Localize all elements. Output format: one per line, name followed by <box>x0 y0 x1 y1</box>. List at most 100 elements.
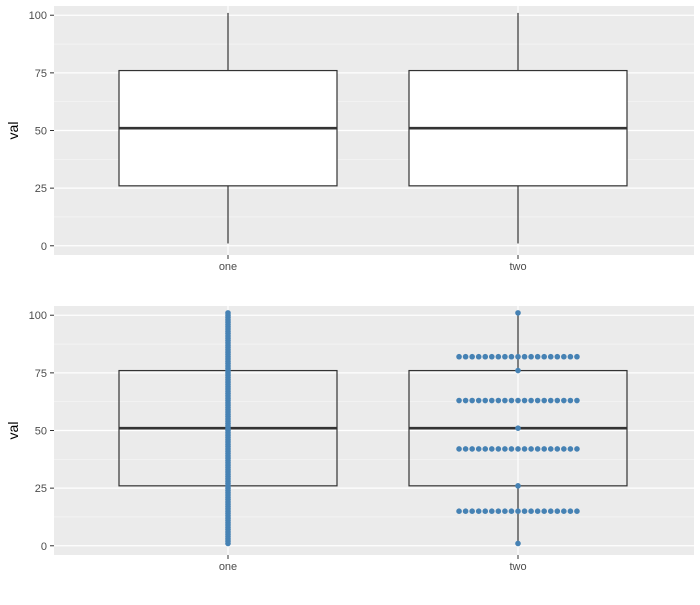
x-tick-label: two <box>509 561 526 573</box>
data-point-two <box>561 508 567 514</box>
y-axis-title: val <box>5 122 21 140</box>
data-point-two <box>502 446 508 452</box>
data-point-one <box>225 310 231 316</box>
data-point-two <box>489 353 495 360</box>
data-point-two <box>547 397 554 404</box>
data-point-two <box>541 508 547 514</box>
data-point-two <box>567 397 574 404</box>
data-point-two <box>508 353 515 360</box>
data-point-two <box>495 397 502 404</box>
y-tick-label: 25 <box>35 483 47 495</box>
data-point-two <box>574 508 580 514</box>
data-point-two <box>567 508 574 514</box>
data-point-two <box>554 353 561 360</box>
data-point-two <box>462 508 469 514</box>
data-point-two <box>541 397 547 404</box>
data-point-two <box>528 353 534 360</box>
data-point-two <box>469 397 475 404</box>
data-point-two <box>495 446 502 452</box>
data-point-two <box>528 397 534 404</box>
data-point-two <box>561 397 567 404</box>
y-axis-title: val <box>5 422 21 440</box>
data-point-two <box>561 446 567 452</box>
data-point-two <box>508 446 515 452</box>
y-tick-label: 50 <box>35 126 47 138</box>
data-point-two <box>482 508 489 514</box>
data-point-two <box>515 367 521 374</box>
data-point-two <box>547 508 554 514</box>
data-point-two <box>482 353 489 360</box>
y-tick-label: 75 <box>35 368 47 380</box>
data-point-two <box>456 353 462 360</box>
data-point-two <box>462 353 469 360</box>
y-tick-label: 0 <box>41 541 47 553</box>
data-point-two <box>541 446 547 452</box>
data-point-two <box>502 397 508 404</box>
data-point-two <box>515 540 521 547</box>
data-point-two <box>547 353 554 360</box>
data-point-two <box>489 446 495 452</box>
data-point-two <box>521 508 528 514</box>
data-point-two <box>456 397 462 404</box>
chart-panel-1: 0 25 50 75 100 one two val <box>5 6 694 273</box>
data-point-two <box>495 353 502 360</box>
y-tick-label: 50 <box>35 426 47 438</box>
data-point-two <box>521 397 528 404</box>
data-point-two <box>475 508 482 514</box>
y-tick-label: 100 <box>29 10 47 22</box>
data-point-two <box>534 446 541 452</box>
y-tick-label: 0 <box>41 241 47 253</box>
data-point-two <box>508 508 515 514</box>
data-point-two <box>456 446 462 452</box>
data-point-two <box>561 353 567 360</box>
data-point-two <box>554 508 561 514</box>
data-point-two <box>567 446 574 452</box>
data-point-two <box>521 446 528 452</box>
data-point-two <box>469 508 475 514</box>
x-tick-label: two <box>509 261 526 273</box>
data-point-two <box>574 397 580 404</box>
data-point-two <box>482 397 489 404</box>
data-point-two <box>489 508 495 514</box>
data-point-two <box>515 446 521 452</box>
data-point-two <box>515 508 521 514</box>
data-point-two <box>574 446 580 452</box>
data-point-two <box>515 397 521 404</box>
data-point-two <box>456 508 462 514</box>
x-tick-label: one <box>219 561 237 573</box>
data-point-two <box>508 397 515 404</box>
data-point-two <box>475 446 482 452</box>
data-point-two <box>574 353 580 360</box>
data-point-two <box>534 353 541 360</box>
data-point-two <box>547 446 554 452</box>
chart-panel-2: 0 25 50 75 100 one two val <box>5 306 694 573</box>
data-point-two <box>502 508 508 514</box>
data-point-two <box>475 397 482 404</box>
y-tick-label: 75 <box>35 68 47 80</box>
data-point-two <box>515 425 521 431</box>
data-point-two <box>554 397 561 404</box>
data-point-two <box>541 353 547 360</box>
data-point-two <box>502 353 508 360</box>
data-point-two <box>515 353 521 360</box>
data-point-two <box>469 446 475 452</box>
data-point-two <box>528 508 534 514</box>
data-point-two <box>534 508 541 514</box>
data-point-two <box>534 397 541 404</box>
data-point-two <box>489 397 495 404</box>
data-point-two <box>495 508 502 514</box>
data-point-two <box>528 446 534 452</box>
x-tick-label: one <box>219 261 237 273</box>
data-point-two <box>515 310 521 316</box>
data-point-two <box>462 397 469 404</box>
y-tick-label: 25 <box>35 183 47 195</box>
y-tick-label: 100 <box>29 310 47 322</box>
data-point-two <box>567 353 574 360</box>
data-point-two <box>469 353 475 360</box>
data-point-two <box>482 446 489 452</box>
data-point-two <box>515 483 521 489</box>
data-point-two <box>462 446 469 452</box>
data-point-two <box>521 353 528 360</box>
